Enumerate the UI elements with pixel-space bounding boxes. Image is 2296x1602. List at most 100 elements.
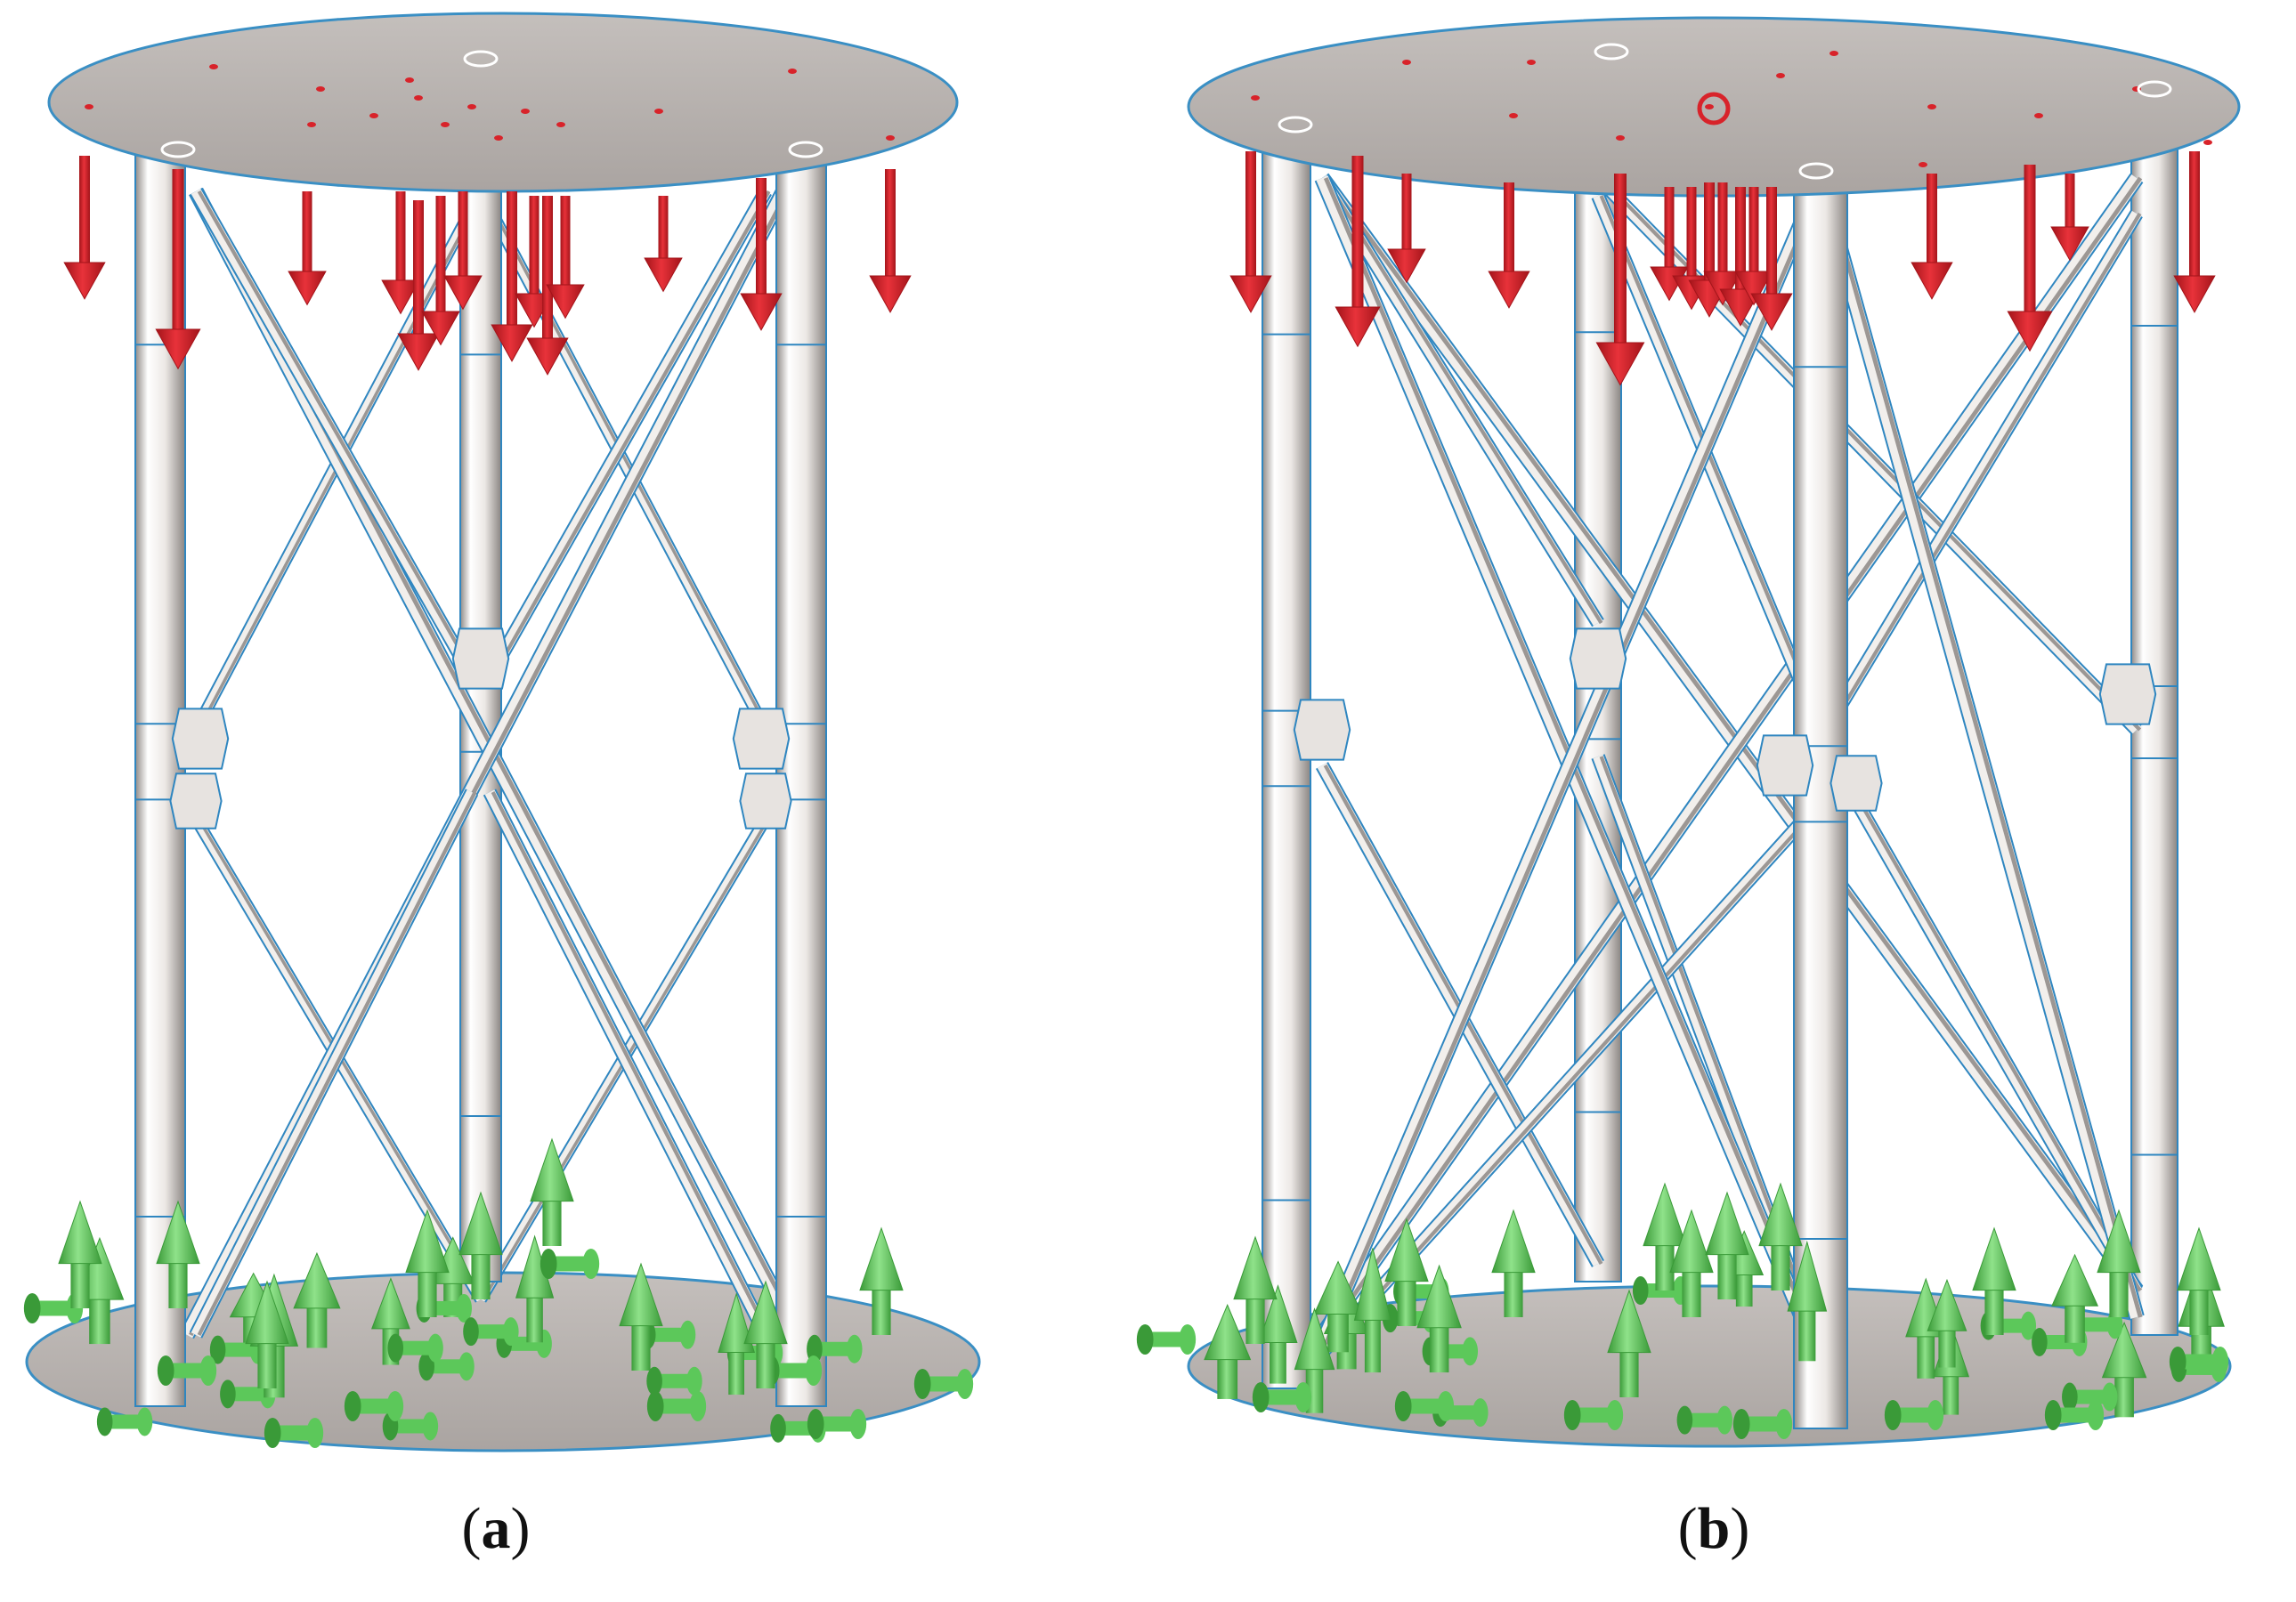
roller-wheel [1136,1324,1154,1355]
brace-shade [1821,212,2142,740]
brace-shade [1821,737,2142,1292]
up-cone-icon [293,1251,341,1348]
cone-stem [1245,1296,1265,1344]
up-cone-icon [1491,1209,1536,1317]
roller-wheel [1606,1400,1624,1430]
gusset-plate [1293,699,1351,761]
cone-stem [89,1296,110,1345]
load-point-marker [1919,162,1927,167]
roller-axle [922,1376,965,1392]
down-arrow-icon [2050,174,2089,262]
top-plate [47,12,959,193]
diagonal-brace [483,188,772,680]
arrow-head [1750,293,1793,331]
roller-axle [814,1341,855,1356]
up-cone-icon [619,1262,663,1371]
cone-stem [2189,1287,2209,1335]
arrow-head [1229,275,1272,313]
load-point-marker [1829,51,1838,56]
roller-icon [344,1391,404,1421]
brace-face [191,189,477,679]
load-point-marker [369,113,378,118]
roller-icon [1563,1400,1624,1430]
cone-stem [526,1294,543,1343]
up-cone-icon [2097,1209,2141,1317]
arrow-head [288,271,327,306]
brace-face [1317,174,2142,1295]
roller-axle [1403,1398,1446,1414]
up-cone-icon [1927,1278,1967,1368]
roller-axle [1572,1407,1615,1423]
load-point-marker [1509,113,1518,118]
down-arrow-icon [1595,174,1645,386]
cone-head [1204,1304,1252,1361]
brace-shade [1324,176,2143,1292]
roller-axle [647,1327,688,1342]
up-cone-icon [530,1137,574,1246]
load-point-marker [414,95,423,101]
arrow-shaft [395,191,406,280]
roller-wheel [427,1333,443,1363]
roller-wheel [1927,1400,1944,1430]
roller-axle [272,1425,315,1441]
diagonal-brace [1813,175,2145,1320]
roller-wheel [23,1293,41,1323]
arrow-shaft [529,196,540,294]
roller-wheel [1716,1405,1732,1435]
diagonal-brace [190,188,478,680]
arrow-shaft [1686,187,1697,276]
roller-wheel [157,1355,174,1386]
arrow-shaft [1704,182,1715,280]
bolt-hole [788,141,823,158]
roller-wheel [209,1335,226,1364]
roller-wheel [1462,1337,1479,1366]
caption-a: (a) [461,1496,531,1561]
roller-wheel [1884,1400,1902,1430]
cone-stem [2109,1269,2129,1317]
load-point-marker [2203,140,2212,145]
roller-wheel [220,1380,236,1409]
roller-icon [1732,1409,1793,1439]
up-cone-icon [859,1226,904,1335]
roller-axle [1741,1416,1784,1432]
load-point-marker [316,86,325,92]
panel-b-four-leg-frame [1136,16,2241,1448]
roller-wheel [503,1317,519,1347]
roller-wheel [2044,1400,2062,1430]
roller-axle [2069,1389,2110,1404]
bolt-hole [463,50,499,68]
gusset-plate [169,773,223,829]
cone-stem [756,1340,775,1388]
roller-wheel [540,1249,557,1279]
cone-head [1313,1260,1363,1315]
roller-axle [217,1342,258,1357]
roller-wheel [689,1391,707,1421]
roller-icon [157,1355,217,1386]
gusset-plate [1756,734,1814,797]
cone-stem [1655,1242,1675,1290]
bolt-hole [2137,80,2172,98]
cone-stem [2114,1374,2134,1418]
down-arrow-icon [63,156,106,300]
up-cone-icon [1787,1240,1828,1362]
cone-stem [1717,1251,1737,1299]
arrow-shaft [302,191,312,271]
cone-stem [1619,1349,1639,1397]
roller-axle [426,1359,467,1374]
brace-face [476,189,770,732]
roller-wheel [2211,1347,2229,1377]
gusset-plate [2098,663,2157,725]
roller-axle [815,1416,858,1432]
roller-wheel [96,1407,113,1436]
roller-wheel [770,1413,786,1443]
roller-axle [1261,1389,1303,1405]
arrow-shaft [507,191,517,325]
arrow-shaft [1748,187,1759,271]
down-arrow-icon [1703,182,1742,306]
down-arrow-icon [155,169,201,370]
load-point-marker [1527,60,1536,65]
cone-head [2051,1253,2099,1307]
cone-stem [631,1323,651,1371]
arrow-shaft [2065,174,2075,227]
arrow-head [155,328,201,370]
